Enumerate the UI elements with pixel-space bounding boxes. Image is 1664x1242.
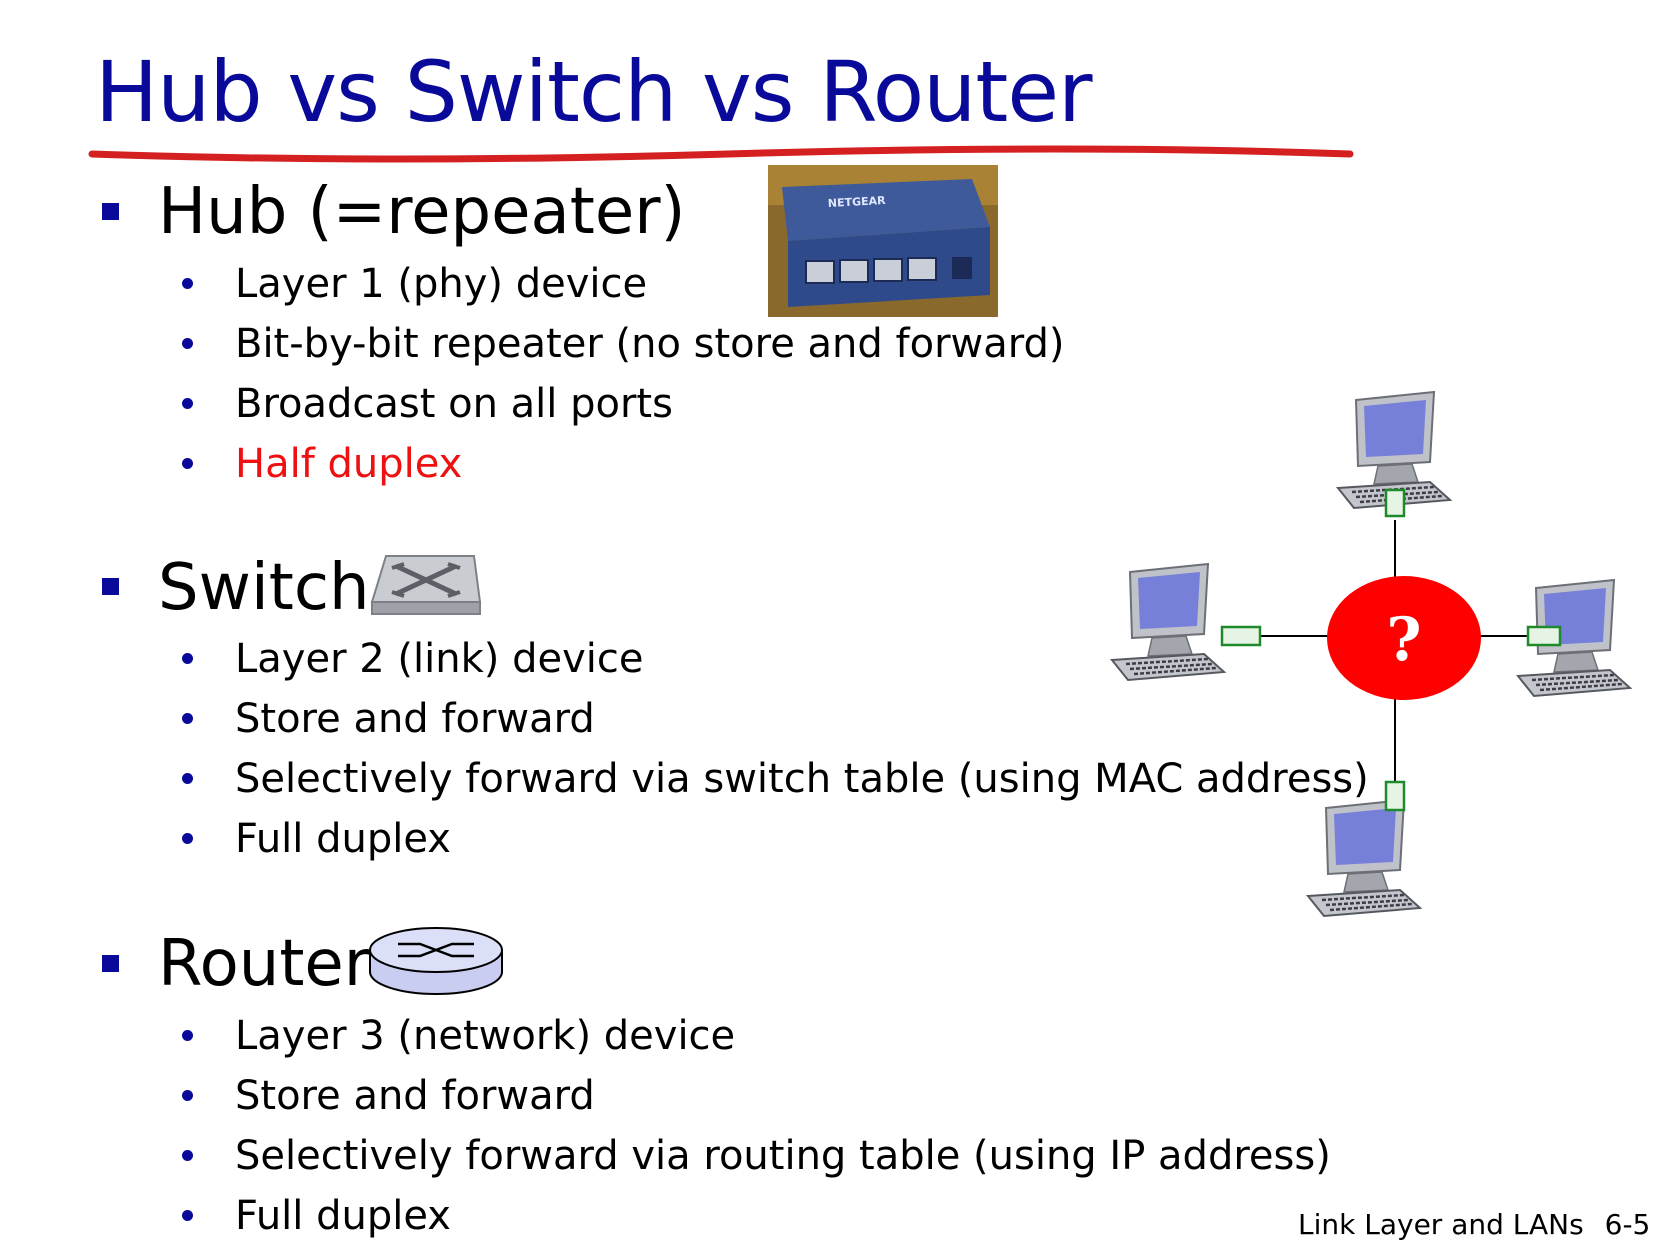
footer-chapter: Link Layer and LANs xyxy=(1298,1208,1584,1241)
computer-icon-left xyxy=(1110,562,1226,682)
bullet-dot xyxy=(182,833,193,844)
port-bottom xyxy=(1384,780,1406,812)
bullet-dot xyxy=(182,278,193,289)
router-item-1: Layer 3 (network) device xyxy=(235,1013,736,1059)
switch-item-2: Store and forward xyxy=(235,696,595,742)
bullet-dot xyxy=(182,773,193,784)
port-right xyxy=(1526,625,1562,647)
hub-item-2: Bit-by-bit repeater (no store and forwar… xyxy=(235,321,1065,367)
bullet-dot xyxy=(182,1150,193,1161)
section-heading-hub: Hub (=repeater) xyxy=(158,175,686,249)
computer-icon-bottom xyxy=(1306,798,1422,918)
bullet-dot xyxy=(182,713,193,724)
unknown-device-label: ? xyxy=(1386,605,1421,675)
section-heading-router: Router xyxy=(158,927,371,1001)
slide-footer: Link Layer and LANs 6-5 xyxy=(1298,1208,1650,1241)
port-left xyxy=(1220,625,1262,647)
switch-item-4: Full duplex xyxy=(235,816,451,862)
bullet-dot xyxy=(182,1090,193,1101)
hub-item-1: Layer 1 (phy) device xyxy=(235,261,648,307)
router-item-4: Full duplex xyxy=(235,1193,451,1239)
bullet-dot xyxy=(182,458,193,469)
hub-photo: NETGEAR xyxy=(768,165,998,317)
section-heading-switch: Switch xyxy=(158,551,370,625)
bullet-dot xyxy=(182,1210,193,1221)
switch-item-1: Layer 2 (link) device xyxy=(235,636,644,682)
network-diagram: ? xyxy=(1110,390,1632,918)
section-bullet-switch xyxy=(102,578,119,595)
bullet-dot xyxy=(182,1030,193,1041)
title-underline xyxy=(88,145,1354,163)
switch-icon xyxy=(370,555,482,615)
switch-item-3: Selectively forward via switch table (us… xyxy=(235,756,1369,802)
bullet-dot xyxy=(182,338,193,349)
hub-item-3: Broadcast on all ports xyxy=(235,381,673,427)
section-bullet-hub xyxy=(102,203,119,220)
router-icon xyxy=(369,927,503,995)
bullet-dot xyxy=(182,653,193,664)
footer-page: 6-5 xyxy=(1604,1208,1651,1241)
hub-photo-label: NETGEAR xyxy=(827,194,886,210)
slide-title: Hub vs Switch vs Router xyxy=(95,43,1093,141)
bullet-dot xyxy=(182,398,193,409)
router-item-3: Selectively forward via routing table (u… xyxy=(235,1133,1331,1179)
hub-item-4: Half duplex xyxy=(235,441,463,487)
section-bullet-router xyxy=(102,955,119,972)
router-item-2: Store and forward xyxy=(235,1073,595,1119)
port-top xyxy=(1384,488,1406,518)
unknown-device xyxy=(1327,576,1481,700)
